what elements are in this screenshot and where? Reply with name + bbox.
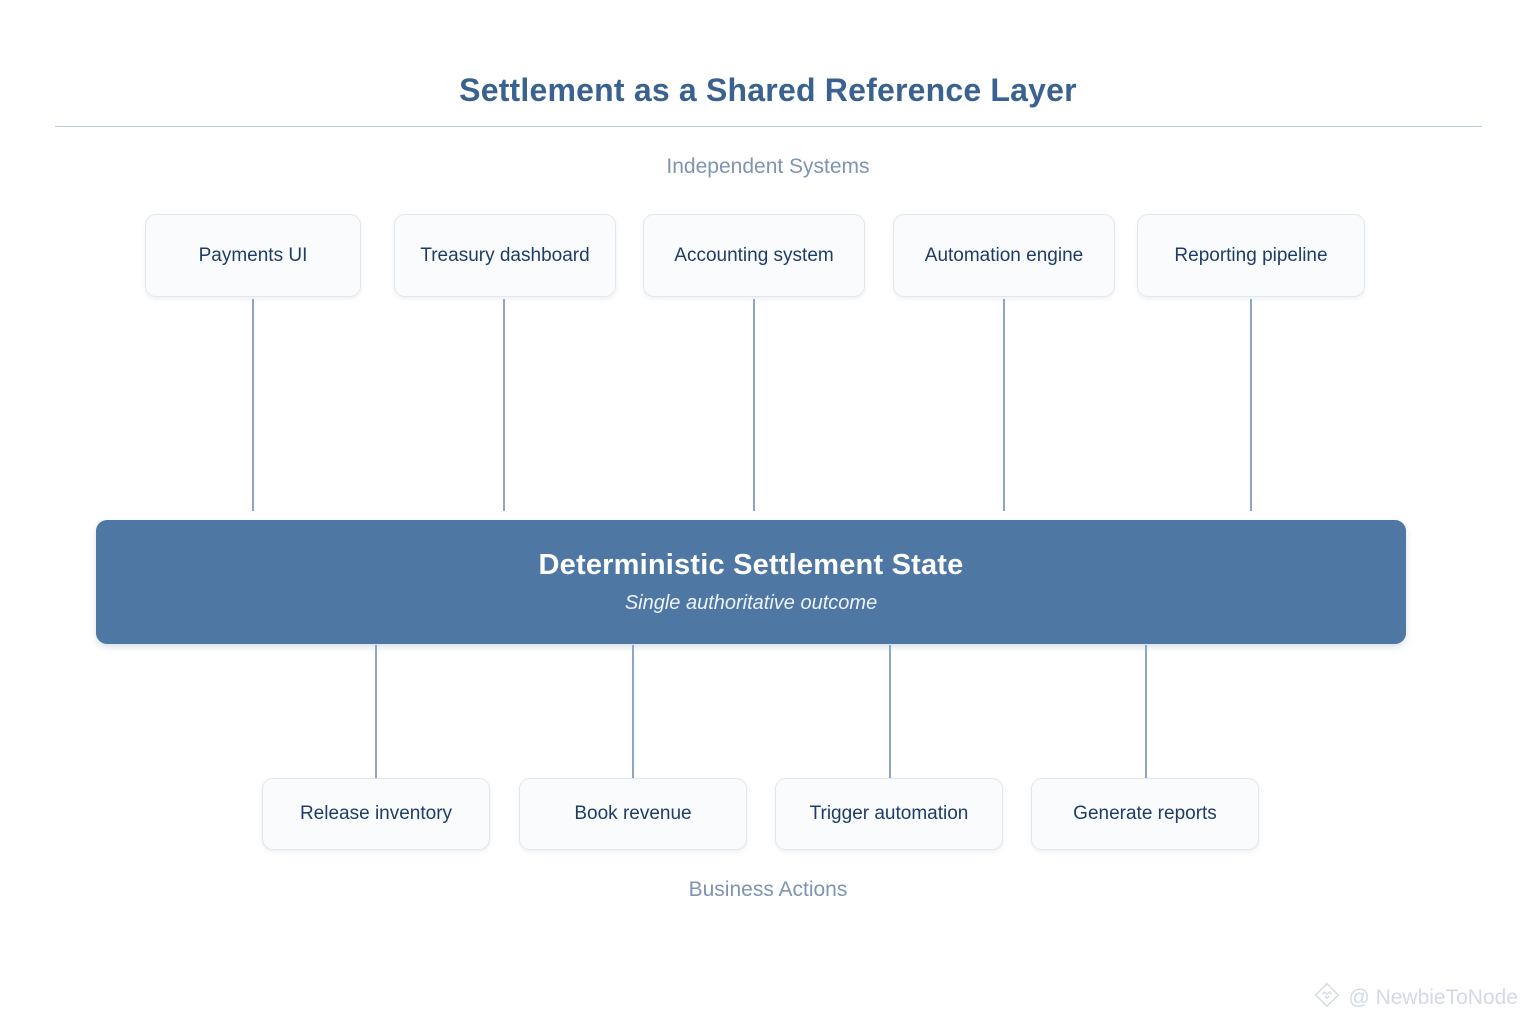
connector-reporting-pipeline-to-settlement [1250, 299, 1252, 511]
system-node-label: Accounting system [674, 244, 834, 266]
watermark-handle: @ NewbieToNode [1348, 986, 1518, 1009]
system-node-reporting-pipeline[interactable]: Reporting pipeline [1137, 214, 1365, 297]
connector-payments-ui-to-settlement [252, 299, 254, 511]
system-node-label: Payments UI [198, 244, 308, 266]
settlement-state-subtitle: Single authoritative outcome [624, 592, 878, 614]
page-title: Settlement as a Shared Reference Layer [459, 72, 1077, 108]
settlement-state-bar[interactable]: Deterministic Settlement State Single au… [96, 520, 1406, 644]
watermark: @ NewbieToNode [1314, 982, 1518, 1014]
section-caption-independent-systems: Independent Systems [666, 155, 870, 178]
connector-automation-engine-to-settlement [1003, 299, 1005, 511]
system-node-automation-engine[interactable]: Automation engine [893, 214, 1115, 297]
diamond-logo-icon [1314, 982, 1340, 1014]
action-node-label: Trigger automation [809, 803, 969, 824]
connector-settlement-to-trigger-automation [889, 645, 891, 778]
system-node-label: Reporting pipeline [1174, 244, 1328, 266]
action-node-book-revenue[interactable]: Book revenue [519, 778, 747, 850]
system-node-payments-ui[interactable]: Payments UI [145, 214, 361, 297]
connector-accounting-system-to-settlement [753, 299, 755, 511]
action-node-trigger-automation[interactable]: Trigger automation [775, 778, 1003, 850]
action-node-label: Generate reports [1073, 803, 1217, 824]
title-divider [55, 126, 1482, 127]
settlement-state-title: Deterministic Settlement State [538, 549, 964, 581]
connector-settlement-to-book-revenue [632, 645, 634, 778]
system-node-label: Treasury dashboard [420, 244, 590, 266]
connector-treasury-dashboard-to-settlement [503, 299, 505, 511]
section-caption-business-actions: Business Actions [688, 878, 848, 901]
action-node-release-inventory[interactable]: Release inventory [262, 778, 490, 850]
connector-settlement-to-generate-reports [1145, 645, 1147, 778]
system-node-treasury-dashboard[interactable]: Treasury dashboard [394, 214, 616, 297]
system-node-accounting-system[interactable]: Accounting system [643, 214, 865, 297]
action-node-generate-reports[interactable]: Generate reports [1031, 778, 1259, 850]
system-node-label: Automation engine [924, 244, 1084, 266]
action-node-label: Book revenue [574, 803, 692, 824]
action-node-label: Release inventory [299, 803, 453, 824]
connector-settlement-to-release-inventory [375, 645, 377, 778]
